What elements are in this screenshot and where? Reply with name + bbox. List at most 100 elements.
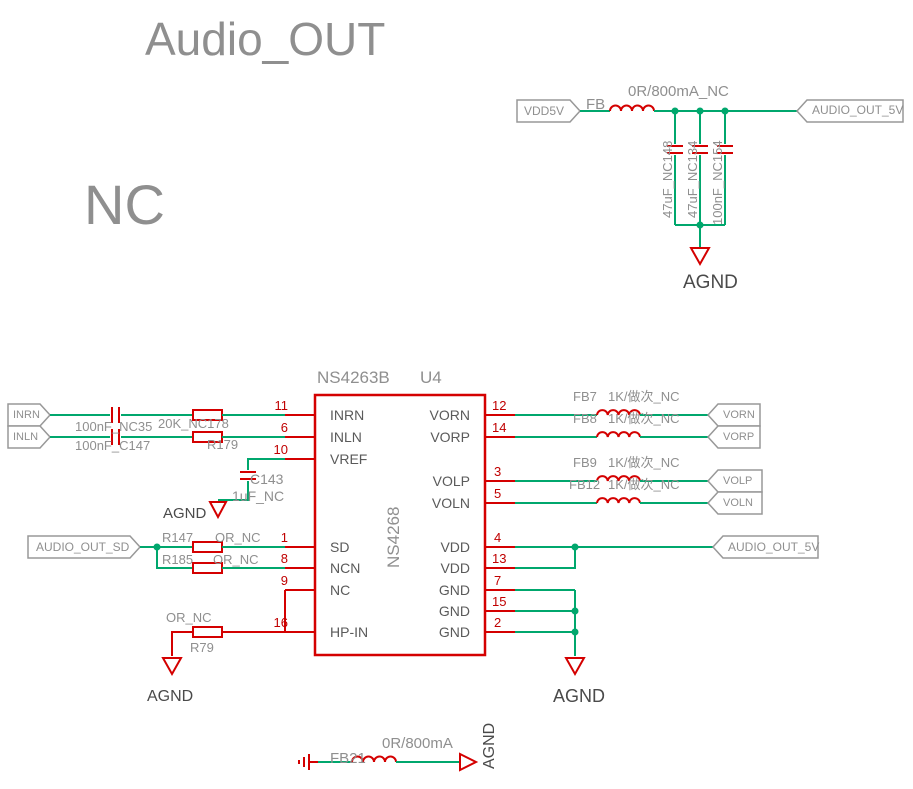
volp-flag-label: VOLP bbox=[723, 475, 753, 487]
r185-value-label: OR_NC bbox=[213, 552, 259, 567]
ferrite-bead-fb9[interactable] bbox=[596, 475, 641, 482]
pin-num-1: 1 bbox=[280, 530, 288, 545]
pin-num-12: 12 bbox=[492, 398, 507, 413]
capacitor-input-r[interactable] bbox=[111, 407, 120, 423]
cap-c148-label: 47uF_NC148 bbox=[660, 140, 675, 218]
fb12-ref-label: FB12 bbox=[569, 477, 601, 492]
vorp-flag-label: VORP bbox=[723, 431, 755, 443]
capacitor-c154[interactable] bbox=[717, 145, 733, 154]
c143-value-label: 1uF_NC bbox=[232, 488, 285, 504]
agnd-arrow-top[interactable] bbox=[689, 247, 711, 267]
junction-dot bbox=[571, 607, 579, 615]
cap-c154-label: 100nF_NC154 bbox=[710, 140, 725, 225]
capacitor-c134[interactable] bbox=[692, 145, 708, 154]
pin-num-5: 5 bbox=[494, 486, 502, 501]
vdd5v-flag-label: VDD5V bbox=[524, 104, 565, 118]
r185-ref-label: R185 bbox=[162, 552, 194, 567]
voln-flag[interactable] bbox=[706, 491, 763, 515]
pin-num-13: 13 bbox=[492, 551, 507, 566]
agnd-label-top: AGND bbox=[683, 272, 738, 293]
pin-num-8: 8 bbox=[280, 551, 288, 566]
c143-ref-label: C143 bbox=[250, 471, 284, 487]
fb7-value-label: 1K/做次_NC bbox=[608, 389, 680, 404]
pin-num-15: 15 bbox=[492, 594, 507, 609]
wire bbox=[218, 481, 249, 501]
ferrite-bead-top[interactable] bbox=[609, 104, 655, 112]
r79-ref-label: R79 bbox=[190, 640, 214, 655]
input-cap-l-label: 100nF_C147 bbox=[75, 438, 151, 453]
capacitor-input-l[interactable] bbox=[111, 429, 120, 445]
audio-out-5v-top-label: AUDIO_OUT_5V bbox=[812, 103, 904, 117]
vorp-flag[interactable] bbox=[706, 425, 761, 449]
pin-num-3: 3 bbox=[494, 464, 502, 479]
agnd-arrow-bottom[interactable] bbox=[459, 752, 479, 772]
agnd-label-hp: AGND bbox=[147, 688, 194, 705]
fb-top-ref: FB bbox=[586, 96, 606, 113]
audio-out-sd-flag[interactable] bbox=[27, 535, 142, 559]
ic-name: NS4263B bbox=[317, 368, 390, 387]
ferrite-bead-fb12[interactable] bbox=[596, 497, 641, 504]
ferrite-bead-fb7[interactable] bbox=[596, 409, 641, 416]
wire bbox=[515, 547, 576, 569]
pin-num-4: 4 bbox=[494, 530, 502, 545]
pin-name-vdd2: VDD bbox=[440, 560, 470, 576]
r179-label: R179 bbox=[207, 437, 239, 452]
fb12-value-label: 1K/做次_NC bbox=[608, 477, 680, 492]
pin-num-10: 10 bbox=[273, 442, 288, 457]
r178-label: 20K_NC178 bbox=[158, 416, 229, 431]
pin-name-gnd2: GND bbox=[438, 603, 470, 619]
pin-name-vorn: VORN bbox=[429, 407, 470, 423]
agnd-label-vref: AGND bbox=[163, 505, 207, 522]
agnd-arrow-right[interactable] bbox=[564, 657, 586, 677]
pin-name-vorp: VORP bbox=[430, 429, 470, 445]
agnd-arrow-hp[interactable] bbox=[161, 657, 183, 677]
pin-name-ncn: NCN bbox=[330, 560, 361, 576]
audio-out-5v-flag-top[interactable] bbox=[795, 99, 904, 123]
pin-name-vdd1: VDD bbox=[440, 539, 470, 555]
vdd5v-flag[interactable] bbox=[516, 99, 582, 123]
wire bbox=[156, 547, 193, 569]
agnd-label-right: AGND bbox=[553, 686, 606, 706]
fb9-ref-label: FB9 bbox=[573, 455, 597, 470]
fb8-ref-label: FB8 bbox=[573, 411, 597, 426]
pin-name-inrn: INRN bbox=[330, 407, 365, 423]
pin-name-inln: INLN bbox=[330, 429, 362, 445]
agnd-arrow-vref[interactable] bbox=[208, 501, 228, 520]
pin-num-9: 9 bbox=[280, 573, 288, 588]
resistor-r79[interactable] bbox=[192, 626, 223, 638]
earth-ground-symbol[interactable] bbox=[298, 754, 318, 770]
inln-flag[interactable] bbox=[7, 425, 52, 449]
fb9-value-label: 1K/做次_NC bbox=[608, 455, 680, 470]
inrn-flag[interactable] bbox=[7, 403, 52, 427]
input-cap-r-label: 100nF_NC35 bbox=[75, 419, 153, 434]
ic-part-mark: NS4268 bbox=[384, 506, 403, 568]
pin-name-hpin: HP-IN bbox=[330, 624, 369, 640]
inln-flag-label: INLN bbox=[13, 431, 39, 443]
hp-gnd-line bbox=[171, 631, 193, 656]
ic-body-u4[interactable] bbox=[313, 393, 487, 657]
pin-num-11: 11 bbox=[274, 398, 289, 413]
pin-name-sd: SD bbox=[330, 539, 350, 555]
fb21-ref-label: FB21 bbox=[330, 750, 366, 767]
agnd-label-bottom: AGND bbox=[481, 722, 498, 769]
pin-name-nc: NC bbox=[330, 582, 351, 598]
ferrite-bead-fb21[interactable] bbox=[351, 755, 397, 763]
fb8-value-label: 1K/做次_NC bbox=[608, 411, 680, 426]
voln-flag-label: VOLN bbox=[723, 497, 753, 509]
inrn-flag-label: INRN bbox=[13, 409, 40, 421]
r147-ref-label: R147 bbox=[162, 530, 194, 545]
pin-num-16: 16 bbox=[273, 615, 288, 630]
ferrite-bead-fb8[interactable] bbox=[596, 431, 641, 438]
audio-out-sd-flag-label: AUDIO_OUT_SD bbox=[36, 540, 130, 554]
vorn-flag-label: VORN bbox=[723, 409, 755, 421]
r79-value-label: OR_NC bbox=[166, 610, 212, 625]
audio-out-5v-flag-mid[interactable] bbox=[711, 535, 819, 559]
nc-label: NC bbox=[84, 173, 165, 236]
capacitor-c148[interactable] bbox=[667, 145, 683, 154]
audio-out-5v-mid-label: AUDIO_OUT_5V bbox=[728, 540, 820, 554]
capacitor-c143[interactable] bbox=[240, 471, 256, 480]
pin-num-6: 6 bbox=[280, 420, 288, 435]
pin-name-volp: VOLP bbox=[432, 473, 470, 489]
pin-name-voln: VOLN bbox=[431, 495, 470, 511]
